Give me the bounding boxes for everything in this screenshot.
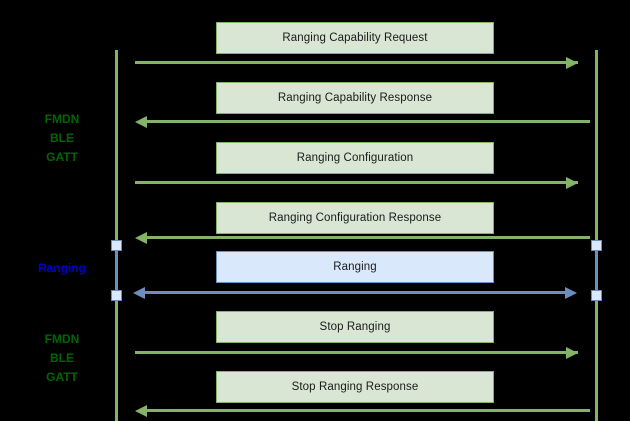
lifeline-left-lower [115,294,118,421]
phase-label-ranging: Ranging [38,261,86,275]
message-label-stop-ranging: Stop Ranging [216,311,494,343]
activation-marker-left-end [111,290,122,301]
arrowhead-left-ranging-capability-response [135,115,147,128]
arrowhead-left-ranging-configuration-response [135,231,147,244]
activation-marker-right-end [591,290,602,301]
activation-marker-left-start [111,240,122,251]
lifeline-left-upper [115,50,118,246]
message-arrow-stop-ranging [135,351,578,354]
arrowhead-right-ranging-capability-request [566,56,578,69]
message-label-stop-ranging-response: Stop Ranging Response [216,371,494,403]
message-arrow-ranging-capability-request [135,61,578,64]
phase-label-fmdn-ble-gatt-top: FMDN BLE GATT [44,112,80,164]
message-label-ranging-configuration: Ranging Configuration [216,142,494,174]
arrowhead-left-stop-ranging-response [135,404,147,417]
arrowhead-right-ranging [565,286,577,299]
lifeline-right-lower [595,294,598,421]
arrowhead-right-ranging-configuration [566,176,578,189]
message-label-ranging: Ranging [216,251,494,283]
message-arrow-stop-ranging-response [147,409,590,412]
lifeline-right-ranging [595,246,598,296]
message-arrow-ranging-configuration-response [147,236,590,239]
message-label-ranging-capability-request: Ranging Capability Request [216,22,494,54]
lifeline-right-upper [595,50,598,246]
arrowhead-right-stop-ranging [566,346,578,359]
message-arrow-ranging-configuration [135,181,578,184]
message-arrow-ranging-capability-response [147,120,590,123]
message-arrow-ranging [145,291,565,294]
arrowhead-left-ranging [133,286,145,299]
activation-marker-right-start [591,240,602,251]
lifeline-left-ranging [115,246,118,296]
message-label-ranging-capability-response: Ranging Capability Response [216,82,494,114]
phase-label-fmdn-ble-gatt-bottom: FMDN BLE GATT [44,332,80,384]
message-label-ranging-configuration-response: Ranging Configuration Response [216,202,494,234]
